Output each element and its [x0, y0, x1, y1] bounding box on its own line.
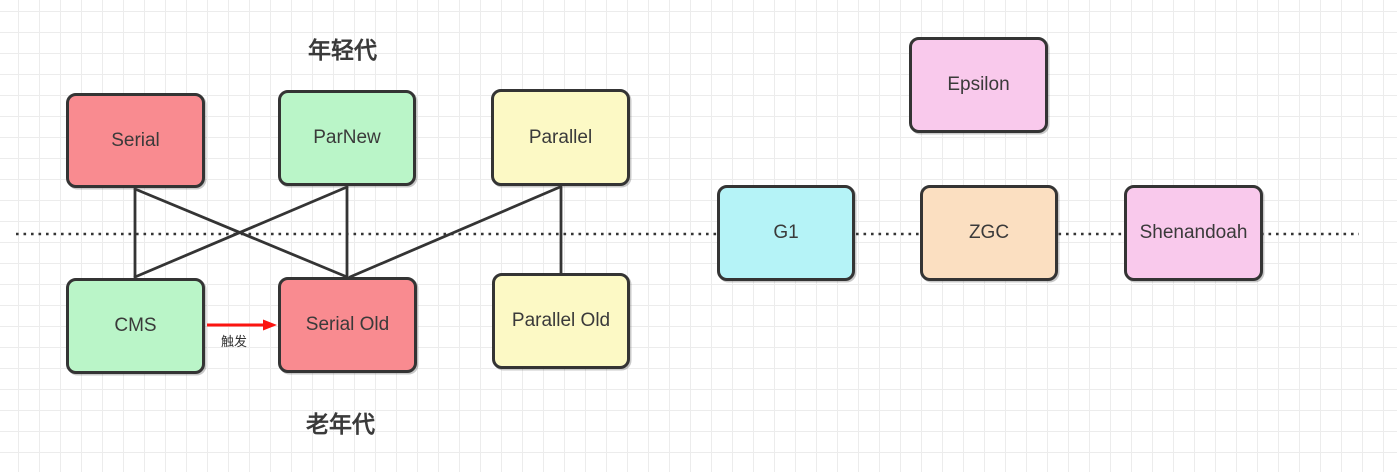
- edge-lines-group: [133, 185, 563, 279]
- node-g1-label: G1: [773, 222, 799, 243]
- node-serial-old[interactable]: Serial Old: [278, 277, 417, 373]
- trigger-edge-label: 触发: [221, 334, 248, 349]
- node-serial[interactable]: Serial: [66, 93, 205, 188]
- young-generation-label[interactable]: 年轻代: [308, 37, 377, 63]
- node-cms[interactable]: CMS: [66, 278, 205, 374]
- node-parnew-label: ParNew: [313, 127, 381, 148]
- node-parallel-label: Parallel: [528, 126, 593, 148]
- node-zgc[interactable]: ZGC: [920, 185, 1058, 281]
- node-serial-old-label: Serial Old: [305, 314, 390, 335]
- node-epsilon[interactable]: Epsilon: [909, 37, 1048, 133]
- node-zgc-label: ZGC: [968, 222, 1010, 243]
- node-g1[interactable]: G1: [717, 185, 855, 281]
- node-parallel-old-label: Parallel Old: [511, 310, 611, 331]
- node-cms-label: CMS: [114, 315, 157, 336]
- node-shenandoah[interactable]: Shenandoah: [1124, 185, 1263, 281]
- node-epsilon-label: Epsilon: [947, 74, 1010, 95]
- old-generation-label[interactable]: 老年代: [306, 411, 375, 437]
- node-serial-label: Serial: [111, 129, 160, 151]
- node-parallel[interactable]: Parallel: [491, 89, 630, 186]
- node-shenandoah-label: Shenandoah: [1139, 222, 1248, 243]
- edge-parallel-serial-old: [348, 185, 562, 279]
- node-parnew[interactable]: ParNew: [278, 90, 416, 186]
- node-parallel-old[interactable]: Parallel Old: [492, 273, 630, 369]
- edge-parnew-cms: [133, 185, 349, 279]
